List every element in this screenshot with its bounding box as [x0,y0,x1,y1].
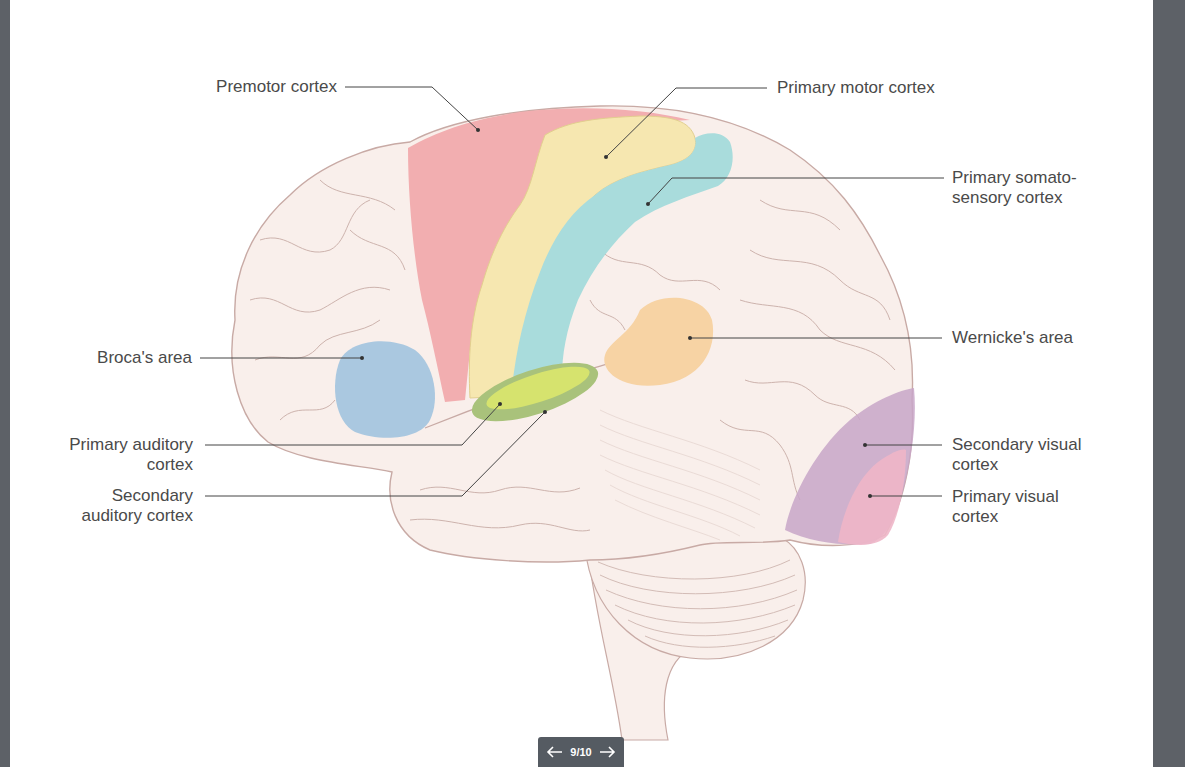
region-label: Premotor cortex [150,77,337,97]
nav-pill [538,737,624,767]
page-counter: 9/10 [563,745,599,759]
leader-lines [200,87,944,496]
region-label: Primary motor cortex [777,78,997,98]
region-label: Primary visual cortex [952,487,1077,527]
region-label: Broca's area [40,348,192,368]
region-label: Secondary visual cortex [952,435,1102,475]
region-label: Primary somato- sensory cortex [952,168,1102,208]
leader-dots [360,128,872,498]
region-label: Primary auditory cortex [43,435,193,475]
region-label: Secondary auditory cortex [53,486,193,526]
region-label: Wernicke's area [952,328,1152,348]
